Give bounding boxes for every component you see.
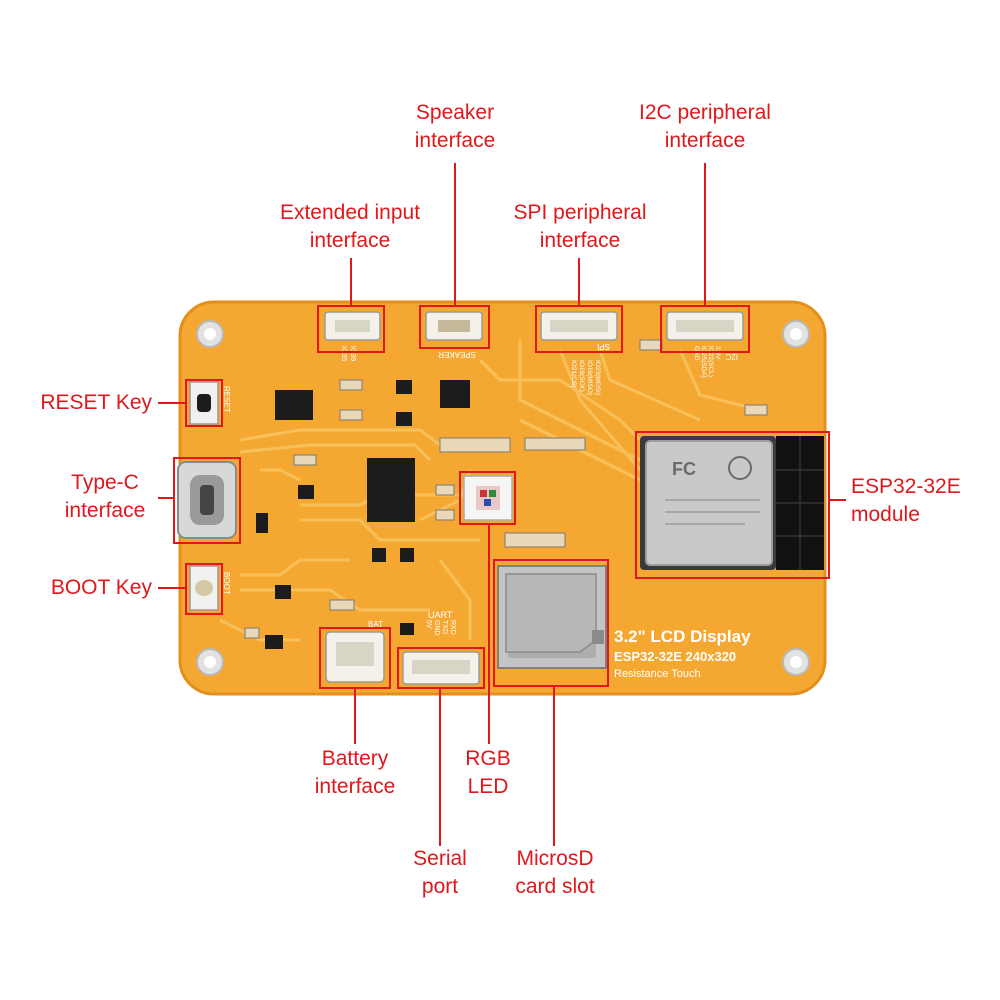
silk-uart-pins: RXD TXD GND 5V xyxy=(425,620,456,636)
silk-spi-pin: IO19(MISO) xyxy=(586,360,593,395)
board-subtitle: ESP32-32E 240x320 xyxy=(614,649,736,664)
mounting-holes xyxy=(196,320,810,676)
silk-spi-pin: IO21(CS) xyxy=(570,360,577,387)
highlight-type-c xyxy=(173,457,241,544)
board-title: 3.2" LCD Display xyxy=(614,627,751,646)
silk-i2c-pin: GND xyxy=(693,346,700,361)
silk-i2c-pin: IO25(SDA) xyxy=(700,346,707,378)
label-type-c: Type-C interface xyxy=(64,471,146,522)
label-microsd: MicrosD card slot xyxy=(515,847,595,898)
label-spi: SPI peripheral interface xyxy=(513,201,647,252)
speaker-connector xyxy=(425,311,483,341)
silk-i2c-pin: 3.3V xyxy=(714,346,721,360)
battery-connector xyxy=(325,631,385,683)
label-boot: BOOT Key xyxy=(50,576,152,599)
highlight-rgb xyxy=(459,471,516,525)
label-battery: Battery interface xyxy=(314,747,396,798)
spi-connector xyxy=(540,311,618,341)
silk-boot: BOOT xyxy=(222,572,231,595)
label-reset: RESET Key xyxy=(40,391,152,414)
silk-i2c-pins: 3.3V IO22(SCL) IO25(SDA) GND xyxy=(693,346,721,378)
extended-input-connector xyxy=(324,311,381,341)
silk-uart-pin: TXD xyxy=(441,620,448,634)
i2c-connector xyxy=(666,311,744,341)
rgb-led xyxy=(463,475,513,521)
label-speaker: Speaker interface xyxy=(414,101,496,152)
silk-io35: IO35 xyxy=(340,346,347,361)
highlight-esp32 xyxy=(635,431,830,579)
silkscreen: 3.2" LCD Display ESP32-32E 240x320 Resis… xyxy=(222,342,751,680)
silk-spi-pins: IO23(MOSI) IO19(MISO) IO18(SCK) IO21(CS) xyxy=(570,360,601,395)
silk-spi-pin: IO23(MOSI) xyxy=(594,360,601,395)
label-serial: Serial port xyxy=(413,847,467,898)
microsd-slot xyxy=(497,565,607,669)
silk-uart-pin: GND xyxy=(433,620,440,636)
esp32-module: FC xyxy=(640,436,824,570)
silk-i2c: I2C xyxy=(725,352,738,361)
silk-reset: RESET xyxy=(222,386,231,413)
silk-speaker: SPEAKER xyxy=(438,350,476,359)
serial-connector xyxy=(402,651,480,685)
label-extended-input: Extended input interface xyxy=(279,201,421,252)
callout-markers xyxy=(158,163,846,846)
label-i2c: I2C peripheral interface xyxy=(639,101,771,152)
silk-spi-pin: IO18(SCK) xyxy=(578,360,585,392)
components xyxy=(244,339,768,649)
svg-text:FC: FC xyxy=(672,459,696,479)
silk-bat: BAT xyxy=(368,620,383,629)
label-rgb: RGB LED xyxy=(465,747,511,798)
silk-i2c-pin: IO22(SCL) xyxy=(707,346,714,377)
board-touch: Resistance Touch xyxy=(614,668,701,680)
silk-uart-pin: 5V xyxy=(425,620,432,629)
silk-uart-pin: RXD xyxy=(449,620,456,635)
boot-key xyxy=(189,565,219,611)
type-c-port xyxy=(177,461,237,539)
reset-key xyxy=(189,381,219,425)
label-esp32: ESP32-32E module xyxy=(851,475,961,526)
silk-spi: SPI xyxy=(597,342,610,351)
silk-uart: UART xyxy=(428,610,453,620)
highlight-microsd xyxy=(493,559,609,687)
silk-io39: IO39 xyxy=(349,346,356,361)
